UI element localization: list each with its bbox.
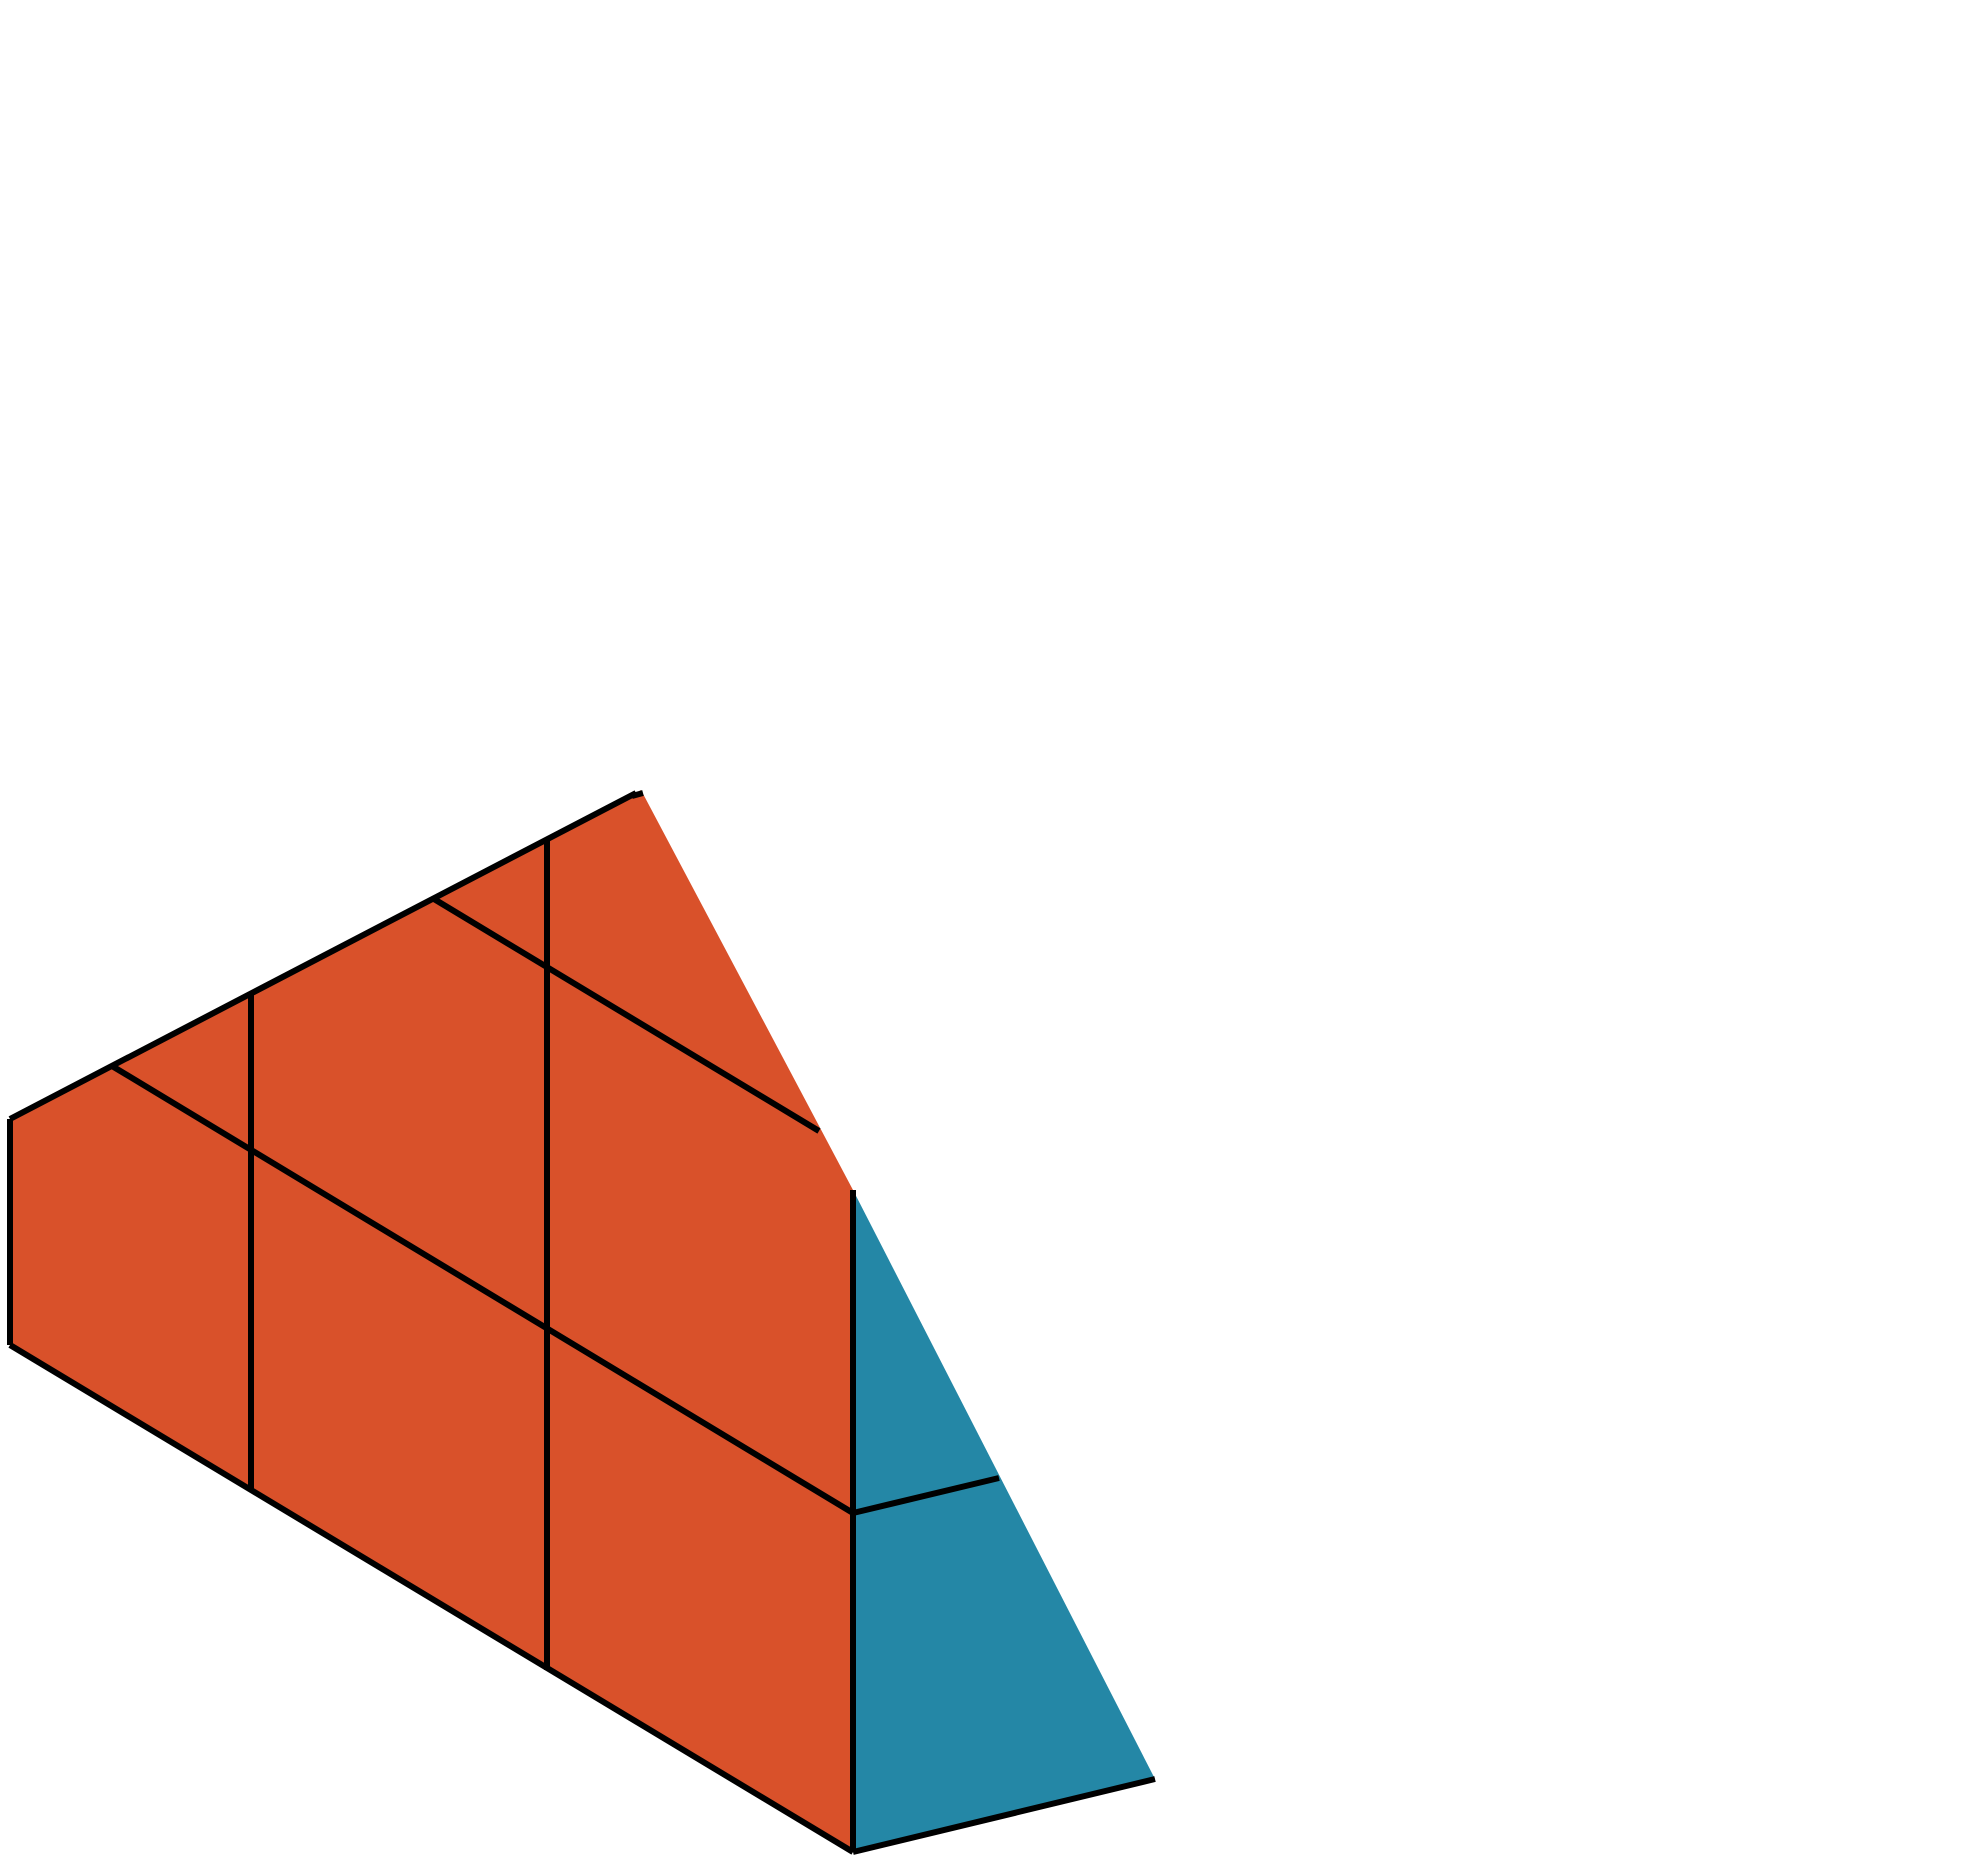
front-face-grid [110, 838, 855, 1670]
side-face-grid [852, 1475, 1000, 1516]
top-corner-tick [631, 790, 644, 799]
front-face-orange [10, 790, 853, 1852]
base-edge-front [852, 1776, 1156, 1855]
grid-side-divider [852, 1475, 1000, 1516]
grid-diagonal-upper [432, 896, 821, 1134]
bottom-edge [8, 1342, 855, 1855]
side-face-blue [853, 1190, 1155, 1852]
grid-diagonal-middle [110, 1063, 855, 1516]
